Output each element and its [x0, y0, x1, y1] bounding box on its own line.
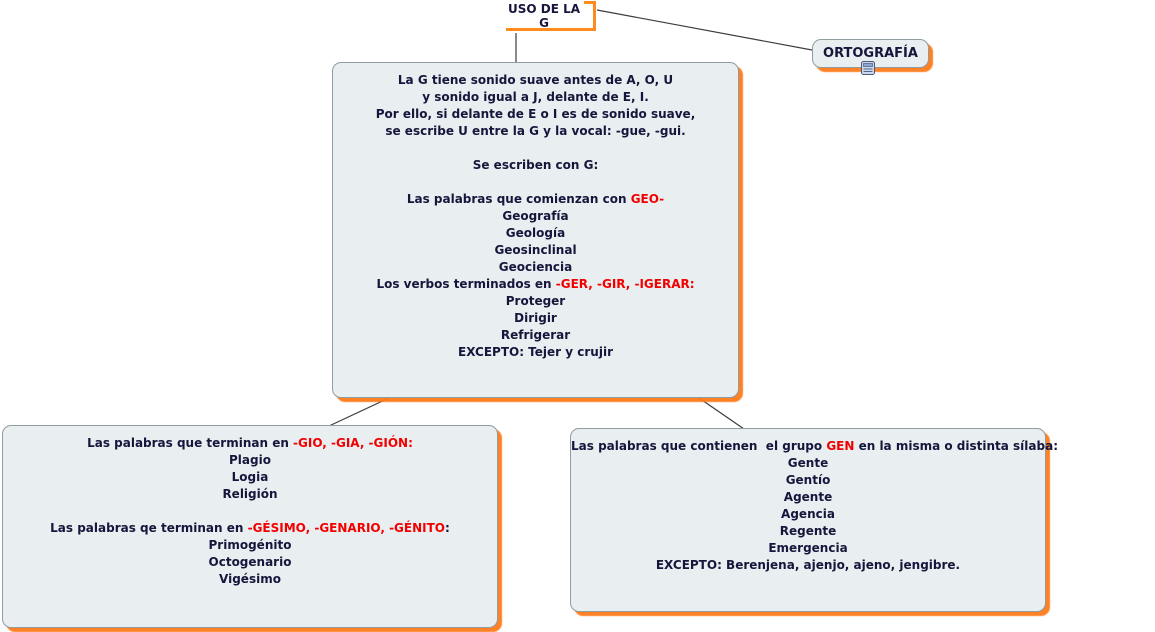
connector-center-to-bottom-right	[698, 397, 745, 430]
bottom-left-rule-box[interactable]: Las palabras que terminan en -GIO, -GIA,…	[2, 425, 498, 628]
title-line-1: USO DE LA	[507, 2, 581, 16]
title-line-2: G	[539, 16, 549, 30]
text-line: Geografía	[333, 208, 738, 225]
plain-text: Las palabras que contienen el grupo	[571, 439, 827, 453]
plain-text: :	[445, 521, 450, 535]
plain-text: Se escriben con G:	[472, 158, 599, 172]
text-line: Gente	[571, 455, 1045, 472]
connector-title-to-ortografia	[596, 9, 813, 51]
plain-text: Gentío	[785, 473, 831, 487]
plain-text: Agencia	[781, 507, 835, 521]
plain-text: Las palabras que comienzan con	[406, 192, 631, 206]
plain-text: Proteger	[505, 294, 566, 308]
text-line: Los verbos terminados en -GER, -GIR, -IG…	[333, 276, 738, 293]
plain-text: EXCEPTO: Berenjena, ajenjo, ajeno, jengi…	[655, 558, 961, 572]
text-line: Agente	[571, 489, 1045, 506]
ortografia-node[interactable]: ORTOGRAFÍA	[812, 39, 929, 68]
plain-text: en la misma o distinta sílaba:	[854, 439, 1058, 453]
plain-text: Dirigir	[514, 311, 557, 325]
plain-text: Geociencia	[498, 260, 573, 274]
text-line: Geociencia	[333, 259, 738, 276]
text-line: Octogenario	[3, 554, 497, 571]
text-line: Vigésimo	[3, 571, 497, 588]
text-line	[3, 503, 497, 520]
connector-center-to-bottom-left	[328, 397, 390, 427]
text-line: Regente	[571, 523, 1045, 540]
plain-text: Plagio	[229, 453, 271, 467]
plain-text: Geología	[505, 226, 566, 240]
plain-text: Agente	[783, 490, 833, 504]
text-line: EXCEPTO: Berenjena, ajenjo, ajeno, jengi…	[571, 557, 1045, 574]
text-line: Plagio	[3, 452, 497, 469]
text-line: se escribe U entre la G y la vocal: -gue…	[333, 123, 738, 140]
text-line: EXCEPTO: Tejer y crujir	[333, 344, 738, 361]
text-line: Geología	[333, 225, 738, 242]
plain-text: y sonido igual a J, delante de E, I.	[422, 90, 649, 104]
highlighted-text: -GER, -GIR, -IGERAR:	[555, 277, 695, 291]
plain-text: Las palabras qe terminan en	[50, 521, 248, 535]
text-line: Por ello, si delante de E o I es de soni…	[333, 106, 738, 123]
text-line: Primogénito	[3, 537, 497, 554]
text-line: La G tiene sonido suave antes de A, O, U	[333, 72, 738, 89]
highlighted-text: GEO-	[630, 192, 665, 206]
title-node-bracket	[506, 1, 596, 31]
plain-text: Las palabras que terminan en	[87, 436, 294, 450]
highlighted-text: -GIO, -GIA, -GIÓN:	[293, 436, 413, 450]
text-line: Gentío	[571, 472, 1045, 489]
plain-text: La G tiene sonido suave antes de A, O, U	[397, 73, 674, 87]
text-line: Agencia	[571, 506, 1045, 523]
highlighted-text: GEN	[826, 439, 855, 453]
plain-text: Geosinclinal	[494, 243, 577, 257]
text-line: Geosinclinal	[333, 242, 738, 259]
plain-text: Octogenario	[208, 555, 292, 569]
plain-text: Primogénito	[208, 538, 292, 552]
ortografia-label: ORTOGRAFÍA	[823, 46, 918, 61]
plain-text: se escribe U entre la G y la vocal: -gue…	[385, 124, 686, 138]
text-line	[333, 174, 738, 191]
plain-text: Regente	[779, 524, 837, 538]
text-line: Las palabras qe terminan en -GÉSIMO, -GE…	[3, 520, 497, 537]
plain-text: Gente	[787, 456, 829, 470]
plain-text: Religión	[222, 487, 278, 501]
text-line: Se escriben con G:	[333, 157, 738, 174]
resource-icon[interactable]	[860, 60, 876, 76]
highlighted-text: -GÉSIMO, -GENARIO, -GÉNITO	[247, 521, 446, 535]
plain-text: Geografía	[502, 209, 569, 223]
center-rule-box[interactable]: La G tiene sonido suave antes de A, O, U…	[332, 62, 739, 398]
text-line: Refrigerar	[333, 327, 738, 344]
text-line: Religión	[3, 486, 497, 503]
bottom-right-rule-box[interactable]: Las palabras que contienen el grupo GEN …	[570, 428, 1058, 612]
text-line: Las palabras que terminan en -GIO, -GIA,…	[3, 435, 497, 452]
text-line: Dirigir	[333, 310, 738, 327]
title-node[interactable]: USO DE LA G	[498, 2, 590, 30]
plain-text: Por ello, si delante de E o I es de soni…	[375, 107, 696, 121]
plain-text: Logia	[231, 470, 269, 484]
text-line: Logia	[3, 469, 497, 486]
plain-text: Los verbos terminados en	[376, 277, 556, 291]
text-line: y sonido igual a J, delante de E, I.	[333, 89, 738, 106]
text-line: Las palabras que comienzan con GEO-	[333, 191, 738, 208]
plain-text: Vigésimo	[219, 572, 281, 586]
text-line: Proteger	[333, 293, 738, 310]
text-line: Las palabras que contienen el grupo GEN …	[571, 438, 1058, 455]
plain-text: EXCEPTO: Tejer y crujir	[458, 345, 613, 359]
plain-text: Refrigerar	[500, 328, 571, 342]
plain-text: Emergencia	[768, 541, 848, 555]
text-line	[333, 140, 738, 157]
text-line: Emergencia	[571, 540, 1045, 557]
